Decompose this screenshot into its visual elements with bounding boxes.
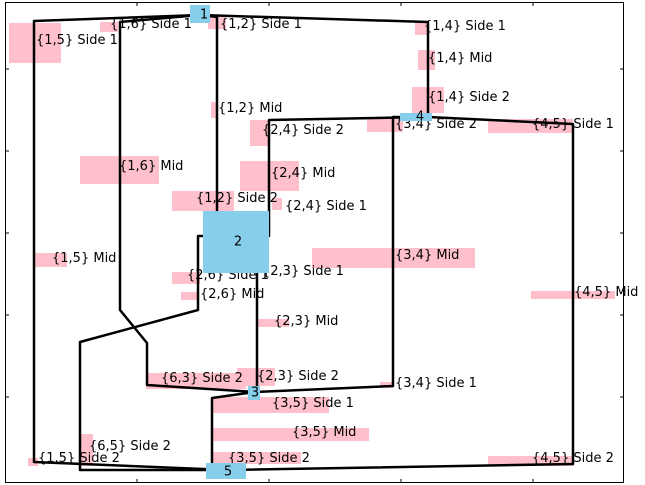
edge-label: {1,5} Mid: [52, 251, 116, 266]
edge-label-box: [100, 22, 118, 32]
plot-frame: [5, 2, 624, 483]
edge-label-texts: {1,2} Side 1 {1,2} Mid {1,2} Side 2 {1,4} S…: [36, 17, 638, 466]
graph-node: [400, 113, 432, 121]
axis-ticks: [5, 2, 624, 483]
edge-1-5: [32, 13, 229, 472]
edge-label: {1,6} Mid: [119, 159, 183, 174]
edge-label-box: [250, 120, 270, 146]
edge-label: {1,5} Side 1: [36, 33, 118, 48]
edge-label-box: [211, 102, 216, 118]
edge-label-box: [415, 22, 427, 35]
edge-label: {2,3} Mid: [274, 314, 338, 329]
edge-label: {1,4} Side 2: [428, 90, 510, 105]
graph-node-label: 4: [416, 110, 424, 125]
edge-label: {3,4} Side 1: [395, 376, 477, 391]
edge-4-5: [227, 115, 575, 472]
edge-label: {6,5} Side 2: [89, 439, 171, 454]
edge-label-box: [79, 434, 93, 466]
edge-1-4: [199, 13, 430, 117]
edge-label-box: [146, 373, 246, 389]
edge-label: {2,4} Side 2: [262, 123, 344, 138]
graph-nodes: 1 2 3 4 5: [190, 5, 432, 480]
graph-node-label: 2: [234, 235, 242, 250]
edge-label: {1,2} Mid: [218, 101, 282, 116]
edge-label: {1,4} Side 1: [424, 19, 506, 34]
edge-label: {3,4} Mid: [395, 248, 459, 263]
edge-label: {4,5} Side 1: [532, 117, 614, 132]
edge-label: {1,4} Mid: [428, 51, 492, 66]
edge-label: {1,5} Side 2: [38, 451, 120, 466]
edge-label-box: [418, 50, 435, 70]
edge-label: {2,4} Side 1: [285, 199, 367, 214]
edge-label-box: [257, 319, 289, 327]
edge-label: {2,6} Mid: [200, 287, 264, 302]
edge-label: {2,4} Mid: [271, 166, 335, 181]
graph-node: [203, 211, 269, 273]
edge-label: {3,5} Side 2: [228, 451, 310, 466]
edge-label: {3,5} Mid: [292, 425, 356, 440]
edge-label-box: [488, 456, 574, 466]
edge-label-box: [35, 253, 67, 267]
graph-node: [190, 5, 210, 23]
graph-node: [206, 463, 246, 479]
edge-label: {1,2} Side 2: [196, 191, 278, 206]
edge-label-box: [272, 198, 282, 210]
edge-label: {3,5} Side 1: [272, 396, 354, 411]
edge-label: {4,5} Mid: [574, 285, 638, 300]
edge-label-box: [181, 292, 199, 300]
edge-label: {1,6} Side 1: [110, 17, 192, 32]
edge-label: {4,5} Side 2: [532, 451, 614, 466]
graph-node-label: 3: [251, 386, 259, 401]
edge-label-box: [212, 428, 369, 441]
edge-label-box: [212, 397, 329, 413]
graph-node-label: 5: [224, 465, 232, 480]
edge-label-box: [213, 452, 301, 464]
edge-label-box: [172, 191, 234, 211]
edge-label: {2,3} Side 2: [257, 369, 339, 384]
edge-label: {6,3} Side 2: [161, 371, 243, 386]
graph-node-label: 1: [200, 8, 208, 23]
graph-node: [248, 386, 260, 400]
edge-label-box: [172, 272, 200, 284]
edge-label: {2,3} Side 1: [262, 264, 344, 279]
edge-label: {1,2} Side 1: [220, 17, 302, 32]
edge-label-box: [380, 382, 394, 388]
